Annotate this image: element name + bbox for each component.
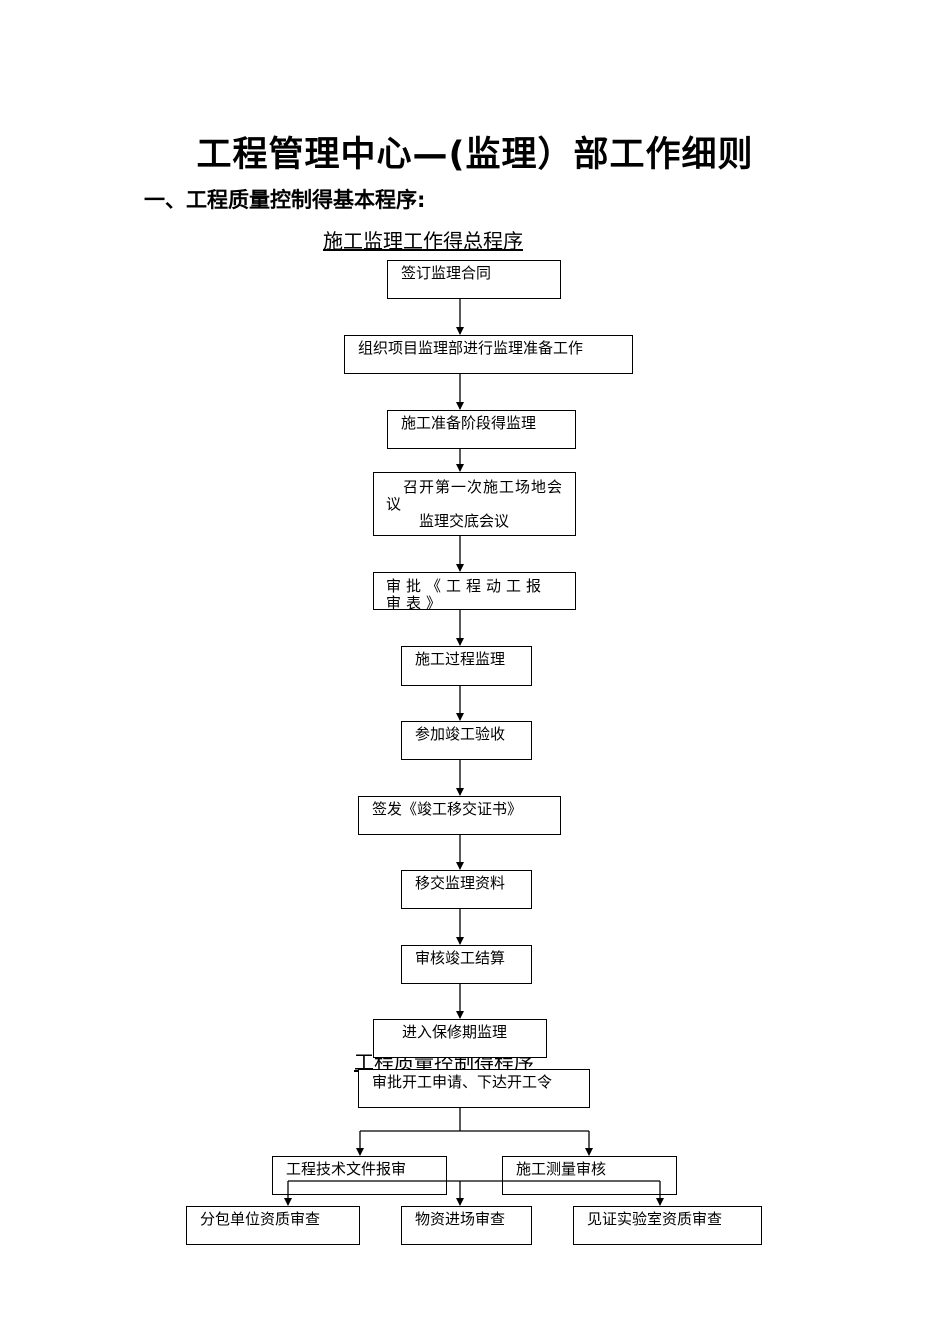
step-label: 审核竣工结算 <box>415 949 506 967</box>
step-subcontractor-qualification: 分包单位资质审查 <box>186 1206 360 1245</box>
step-label: 分包单位资质审查 <box>200 1210 321 1228</box>
step-label: 施工测量审核 <box>516 1160 607 1178</box>
step-label: 工程技术文件报审 <box>286 1160 407 1178</box>
step-construction-supervision: 施工过程监理 <box>401 646 532 686</box>
step-label: 施工过程监理 <box>415 650 506 668</box>
step-label-2: 监理交底会议 <box>419 512 510 530</box>
flow1-heading: 施工监理工作得总程序 <box>323 229 523 253</box>
step-label: 签发《竣工移交证书》 <box>372 800 523 818</box>
step-survey-review: 施工测量审核 <box>502 1156 677 1195</box>
step-material-entry-review: 物资进场审查 <box>401 1206 532 1245</box>
step-approve-start-report: 审批《工程动工报审表》 <box>373 572 576 610</box>
section-heading: 一、工程质量控制得基本程序: <box>144 188 426 212</box>
step-label: 召开第一次施工场地会议 <box>386 478 564 513</box>
step-label: 见证实验室资质审查 <box>587 1210 723 1228</box>
step-label: 签订监理合同 <box>401 264 492 282</box>
step-preparation-stage: 施工准备阶段得监理 <box>387 410 576 449</box>
page-title: 工程管理中心—(监理）部工作细则 <box>196 135 754 175</box>
step-label: 参加竣工验收 <box>415 725 506 743</box>
step-label: 物资进场审查 <box>415 1210 506 1228</box>
step-handover-documents: 移交监理资料 <box>401 870 532 909</box>
step-issue-handover-certificate: 签发《竣工移交证书》 <box>358 796 561 835</box>
step-warranty-supervision: 进入保修期监理 <box>373 1019 547 1058</box>
step-label: 移交监理资料 <box>415 874 506 892</box>
step-witness-lab-qualification: 见证实验室资质审查 <box>573 1206 762 1245</box>
step-completion-acceptance: 参加竣工验收 <box>401 721 532 760</box>
step-label: 审批开工申请、下达开工令 <box>372 1073 553 1091</box>
step-technical-documents-review: 工程技术文件报审 <box>272 1156 447 1195</box>
step-label: 审批《工程动工报审表》 <box>386 577 547 610</box>
step-prepare-supervision: 组织项目监理部进行监理准备工作 <box>344 335 633 374</box>
step-audit-settlement: 审核竣工结算 <box>401 945 532 984</box>
step-label: 施工准备阶段得监理 <box>401 414 537 432</box>
step-approve-commencement: 审批开工申请、下达开工令 <box>358 1069 590 1108</box>
step-sign-contract: 签订监理合同 <box>387 260 561 299</box>
step-first-site-meeting: 召开第一次施工场地会议 监理交底会议 <box>373 472 576 536</box>
step-label: 组织项目监理部进行监理准备工作 <box>358 339 584 357</box>
step-label: 进入保修期监理 <box>402 1023 508 1041</box>
